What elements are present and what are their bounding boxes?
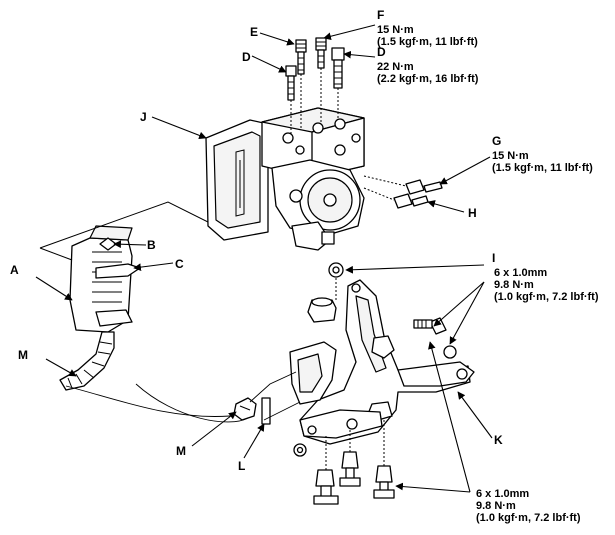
callout-l: L xyxy=(238,459,245,473)
side-fittings xyxy=(363,175,443,209)
callout-c: C xyxy=(175,257,184,271)
spec-bottom-line2: 9.8 N·m xyxy=(476,500,516,512)
callout-a: A xyxy=(10,263,19,277)
spec-f-line1: 15 N·m xyxy=(377,24,414,36)
bolts xyxy=(293,262,457,505)
callout-labels: E F D D J G H B C A I M K M L xyxy=(10,8,503,473)
callout-m-bottom: M xyxy=(176,444,186,458)
callout-k: K xyxy=(494,433,503,447)
callout-f: F xyxy=(377,8,384,22)
spec-i-line2: 9.8 N·m xyxy=(494,279,534,291)
callout-d-right: D xyxy=(377,45,386,59)
spec-bottom-line1: 6 x 1.0mm xyxy=(476,488,529,500)
spec-i-line3: (1.0 kgf·m, 7.2 lbf·ft) xyxy=(494,291,599,303)
leader-lines xyxy=(35,24,493,493)
modulator-unit xyxy=(205,107,365,251)
callout-e: E xyxy=(250,25,258,39)
callout-d-left: D xyxy=(242,50,251,64)
callout-m-top: M xyxy=(18,348,28,362)
mounting-bracket xyxy=(289,279,475,445)
spec-bottom-line3: (1.0 kgf·m, 7.2 lbf·ft) xyxy=(476,512,581,524)
connector-assembly xyxy=(39,201,229,391)
spec-g-line1: 15 N·m xyxy=(492,150,529,162)
spec-g-line2: (1.5 kgf·m, 11 lbf·ft) xyxy=(492,162,593,174)
spec-d-line2: (2.2 kgf·m, 16 lbf·ft) xyxy=(377,73,479,85)
callout-b: B xyxy=(147,238,156,252)
spec-d-line1: 22 N·m xyxy=(377,61,414,73)
callout-j: J xyxy=(140,110,147,124)
spec-f-line2: (1.5 kgf·m, 11 lbf·ft) xyxy=(377,36,478,48)
torque-specs: 15 N·m (1.5 kgf·m, 11 lbf·ft) 22 N·m (2.… xyxy=(377,24,599,524)
callout-i: I xyxy=(492,251,495,265)
line-fittings xyxy=(285,37,345,134)
spec-i-line1: 6 x 1.0mm xyxy=(494,267,547,279)
harness-clip xyxy=(65,371,301,425)
callout-h: H xyxy=(468,206,477,220)
callout-g: G xyxy=(492,134,501,148)
